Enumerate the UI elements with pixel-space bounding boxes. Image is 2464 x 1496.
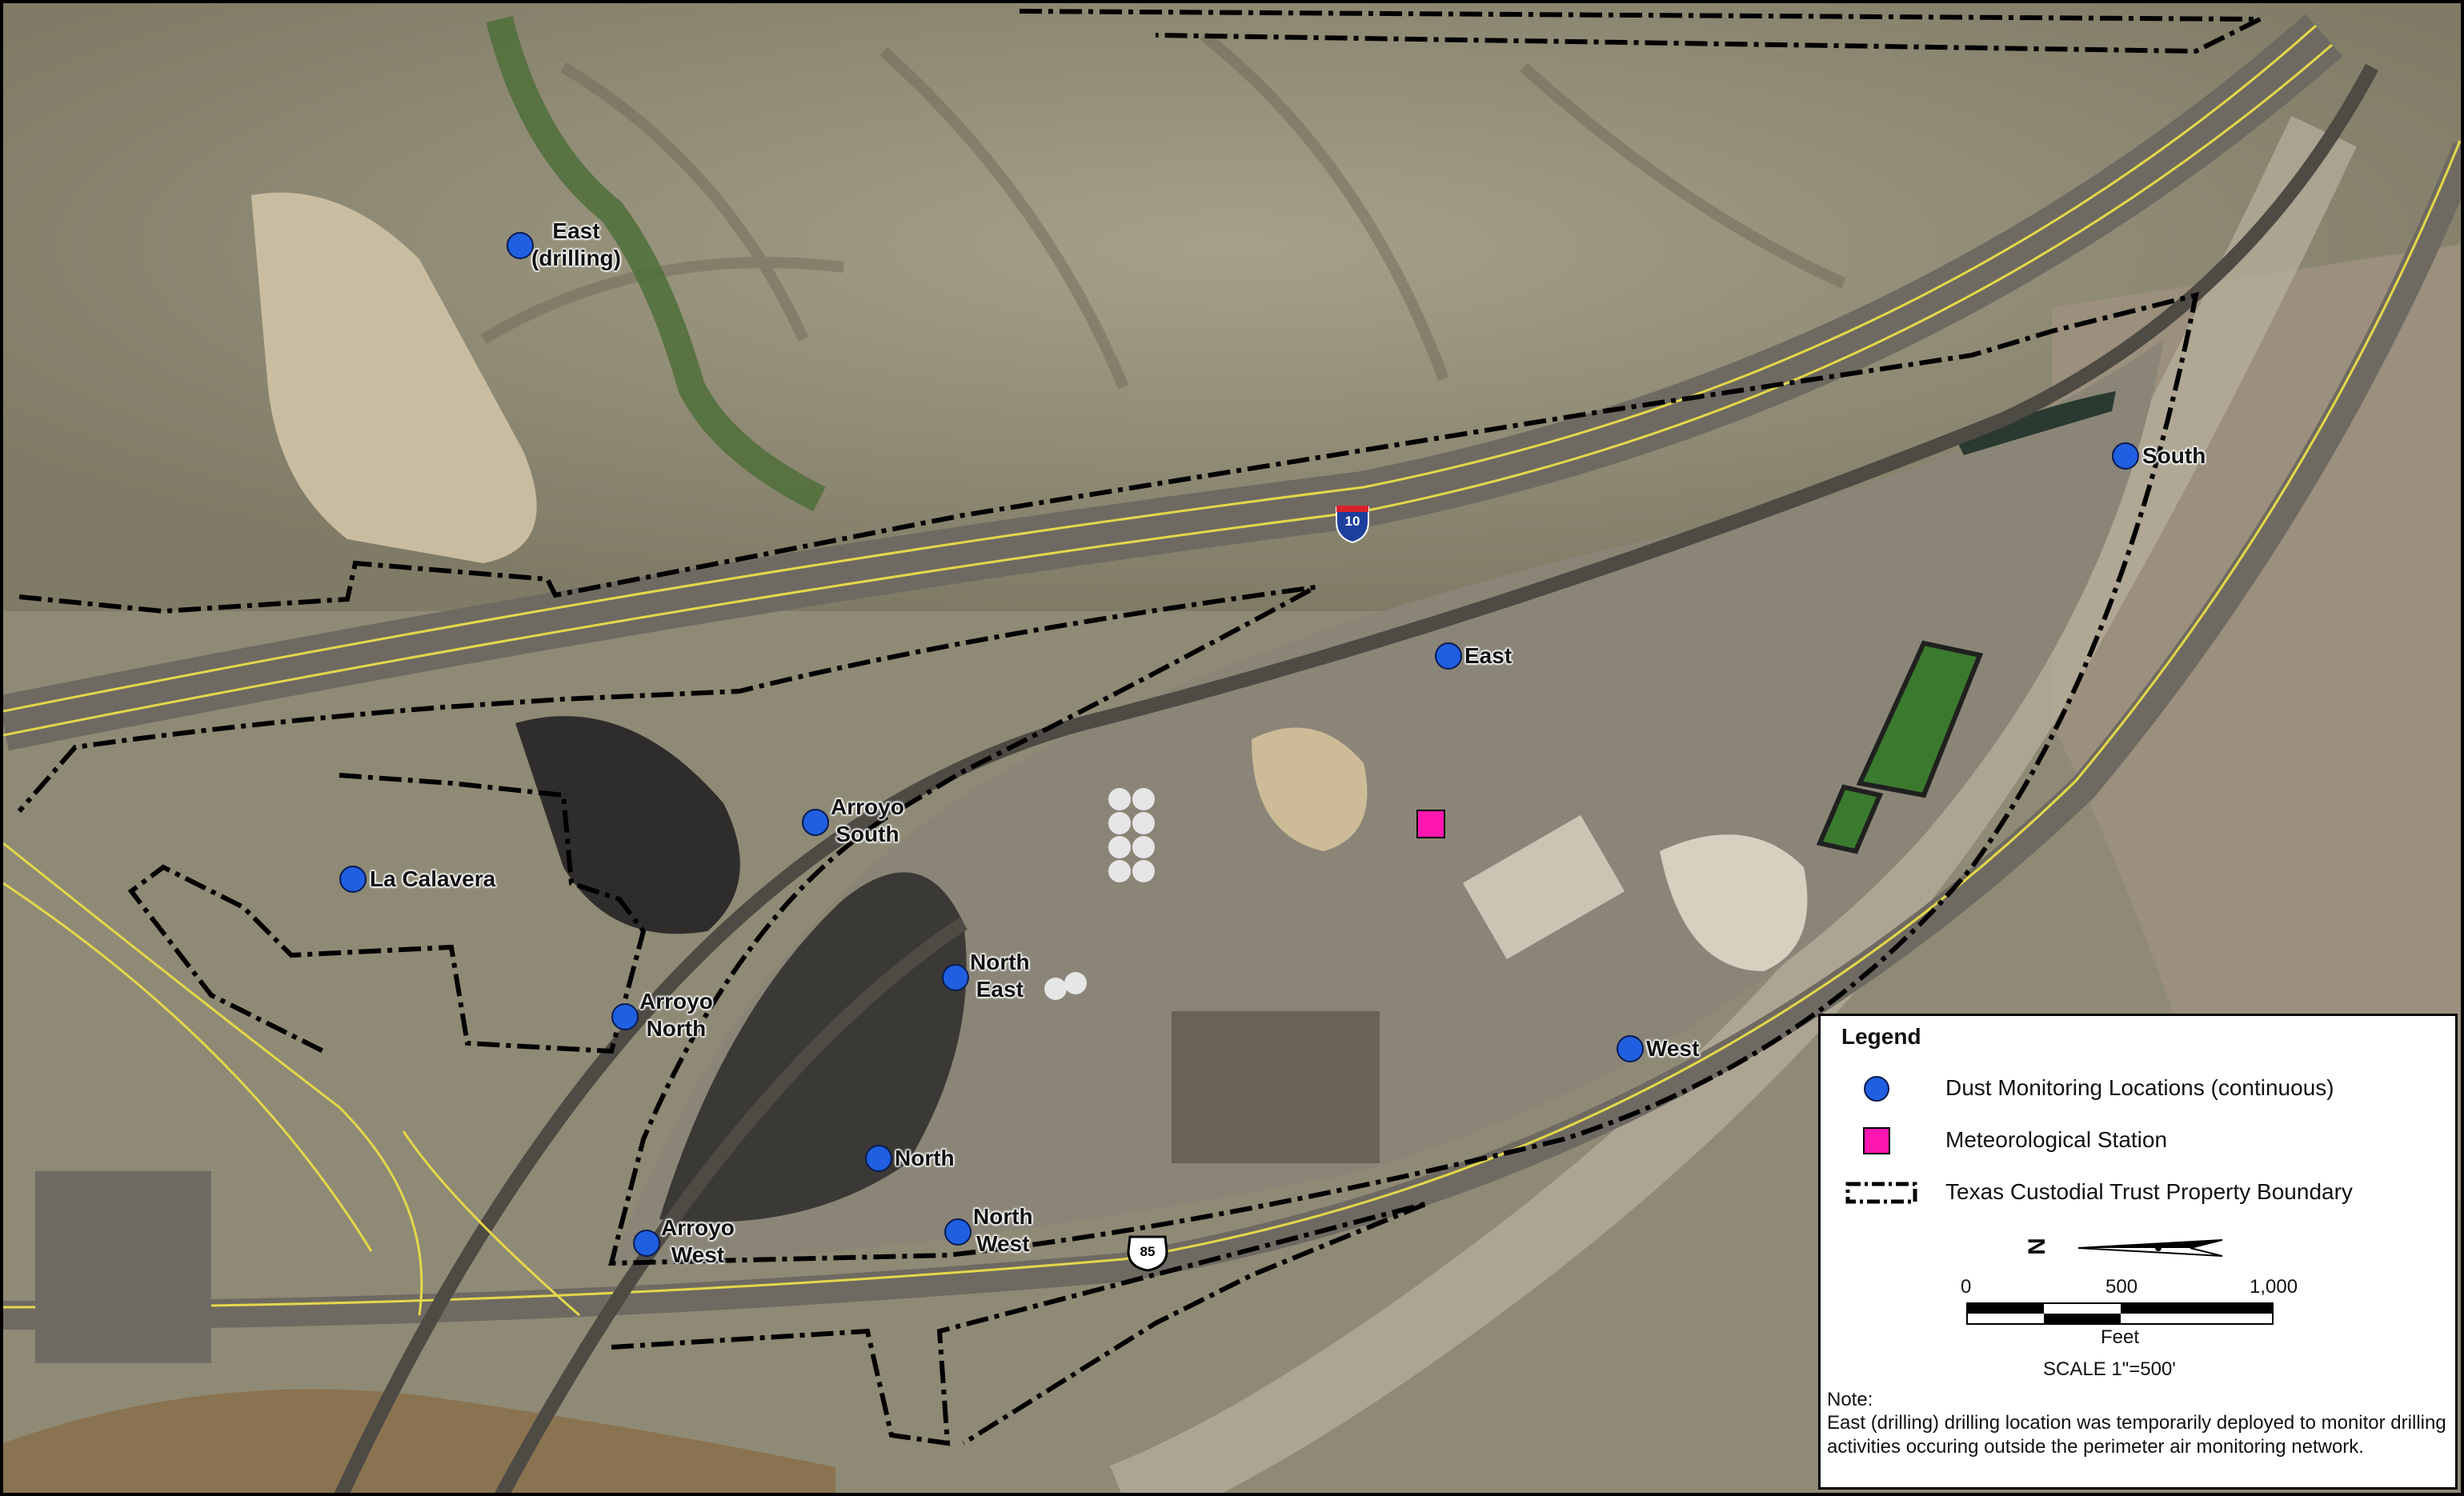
us-route-number: 85 [1140, 1244, 1156, 1259]
shed-row [1462, 814, 1625, 960]
plant-buildings [1172, 1011, 1380, 1163]
marker-arroyo-west [633, 1230, 660, 1257]
us-85-shield-icon [1127, 1235, 1168, 1272]
interstate-number: 10 [1344, 514, 1360, 529]
marker-north [865, 1145, 892, 1172]
scale-ratio: SCALE 1"=500' [2043, 1358, 2176, 1380]
marker-north-west [944, 1218, 972, 1246]
pond-top [1956, 391, 2116, 455]
railroad [334, 63, 2378, 1493]
label-west: West [1646, 1036, 1700, 1061]
dirt-mound [1252, 727, 1368, 851]
marker-arroyo-north [611, 1003, 639, 1030]
label-south: South [2142, 443, 2206, 468]
legend-label-met-station: Meteorological Station [1945, 1127, 2168, 1152]
smelter-site [611, 339, 2164, 1267]
legend-title: Legend [1841, 1024, 1921, 1049]
arroyo-vegetation [486, 15, 826, 512]
industrial-lower-left [35, 1171, 211, 1363]
label-la-calavera: La Calavera [370, 866, 496, 891]
legend-item-property-boundary: Texas Custodial Trust Property Boundary [1837, 1176, 2445, 1208]
note-heading: Note: [1827, 1389, 1873, 1410]
label-east-drilling: East(drilling) [531, 218, 621, 270]
legend-label-dust-monitoring: Dust Monitoring Locations (continuous) [1945, 1075, 2334, 1100]
evaporation-pond-large [1856, 640, 1984, 798]
interstate-10 [3, 14, 2343, 751]
met-station-marker [1416, 810, 1445, 838]
property-boundary [17, 9, 2262, 1446]
interstate-10-shield-icon [1336, 506, 1369, 544]
label-north: North [895, 1146, 955, 1170]
north-arrow-icon [2077, 1239, 2222, 1257]
storage-tanks [1044, 788, 1155, 1000]
hill-ridges [480, 30, 1846, 390]
rio-grande [3, 1389, 835, 1493]
scale-bar [1966, 1302, 2274, 1325]
local-roads [3, 842, 580, 1317]
sand-pad [1660, 834, 1808, 971]
map-legend: Legend Dust Monitoring Locations (contin… [1818, 1014, 2458, 1490]
legend-item-met-station: Meteorological Station [1837, 1124, 2445, 1156]
blue-circle-icon [1864, 1076, 1889, 1102]
marker-la-calavera [339, 866, 367, 893]
marker-east [1435, 642, 1462, 670]
monitoring-markers [339, 232, 2139, 1257]
legend-item-dust-monitoring: Dust Monitoring Locations (continuous) [1837, 1072, 2445, 1104]
evaporation-pond-small [1816, 784, 1884, 854]
magenta-square-icon [1863, 1127, 1890, 1154]
marker-east-drilling [507, 232, 534, 259]
note-text: East (drilling) drilling location was te… [1827, 1412, 2446, 1458]
legend-label-property-boundary: Texas Custodial Trust Property Boundary [1945, 1179, 2353, 1204]
marker-north-east [942, 964, 969, 991]
aerial-imagery [3, 3, 2461, 1493]
north-arrow-letter: N [2023, 1238, 2050, 1255]
marker-west [1617, 1035, 1644, 1062]
scale-tick-500: 500 [2105, 1276, 2138, 1298]
scale-units: Feet [2101, 1326, 2140, 1348]
river-corridor [1110, 115, 2357, 1493]
scale-tick-0: 0 [1961, 1276, 1972, 1298]
quarry-area [251, 192, 537, 563]
marker-arroyo-south [802, 809, 829, 836]
marker-south [2112, 442, 2139, 470]
scale-tick-1000: 1,000 [2250, 1276, 2298, 1298]
label-east: East [1464, 643, 1512, 668]
dash-dot-box-icon [1845, 1182, 1917, 1204]
